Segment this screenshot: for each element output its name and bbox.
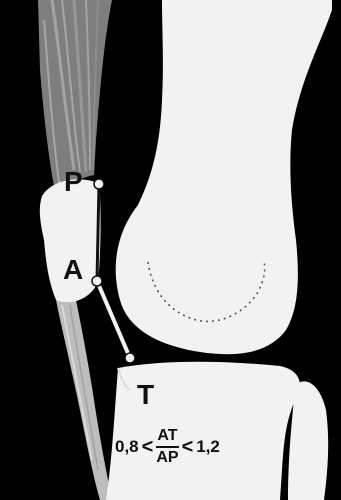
label-t: T bbox=[137, 381, 154, 409]
formula-less-than-2: < bbox=[182, 436, 194, 459]
femur-bone bbox=[116, 0, 332, 354]
formula-numerator: AT bbox=[156, 428, 178, 448]
formula-denominator: AP bbox=[156, 448, 178, 466]
patellar-tendon bbox=[56, 300, 112, 500]
point-t-marker bbox=[125, 353, 135, 363]
insall-salvati-ratio-formula: 0,8 < AT AP < 1,2 bbox=[115, 428, 220, 466]
formula-upper-bound: 1,2 bbox=[196, 437, 220, 457]
formula-less-than-1: < bbox=[142, 436, 154, 459]
formula-fraction: AT AP bbox=[156, 428, 178, 466]
line-ap bbox=[97, 184, 99, 281]
formula-lower-bound: 0,8 bbox=[115, 437, 139, 457]
label-a: A bbox=[63, 256, 83, 284]
label-p: P bbox=[64, 168, 83, 196]
point-p-marker bbox=[94, 179, 104, 189]
fibula-bone bbox=[288, 381, 328, 500]
point-a-marker bbox=[92, 276, 102, 286]
